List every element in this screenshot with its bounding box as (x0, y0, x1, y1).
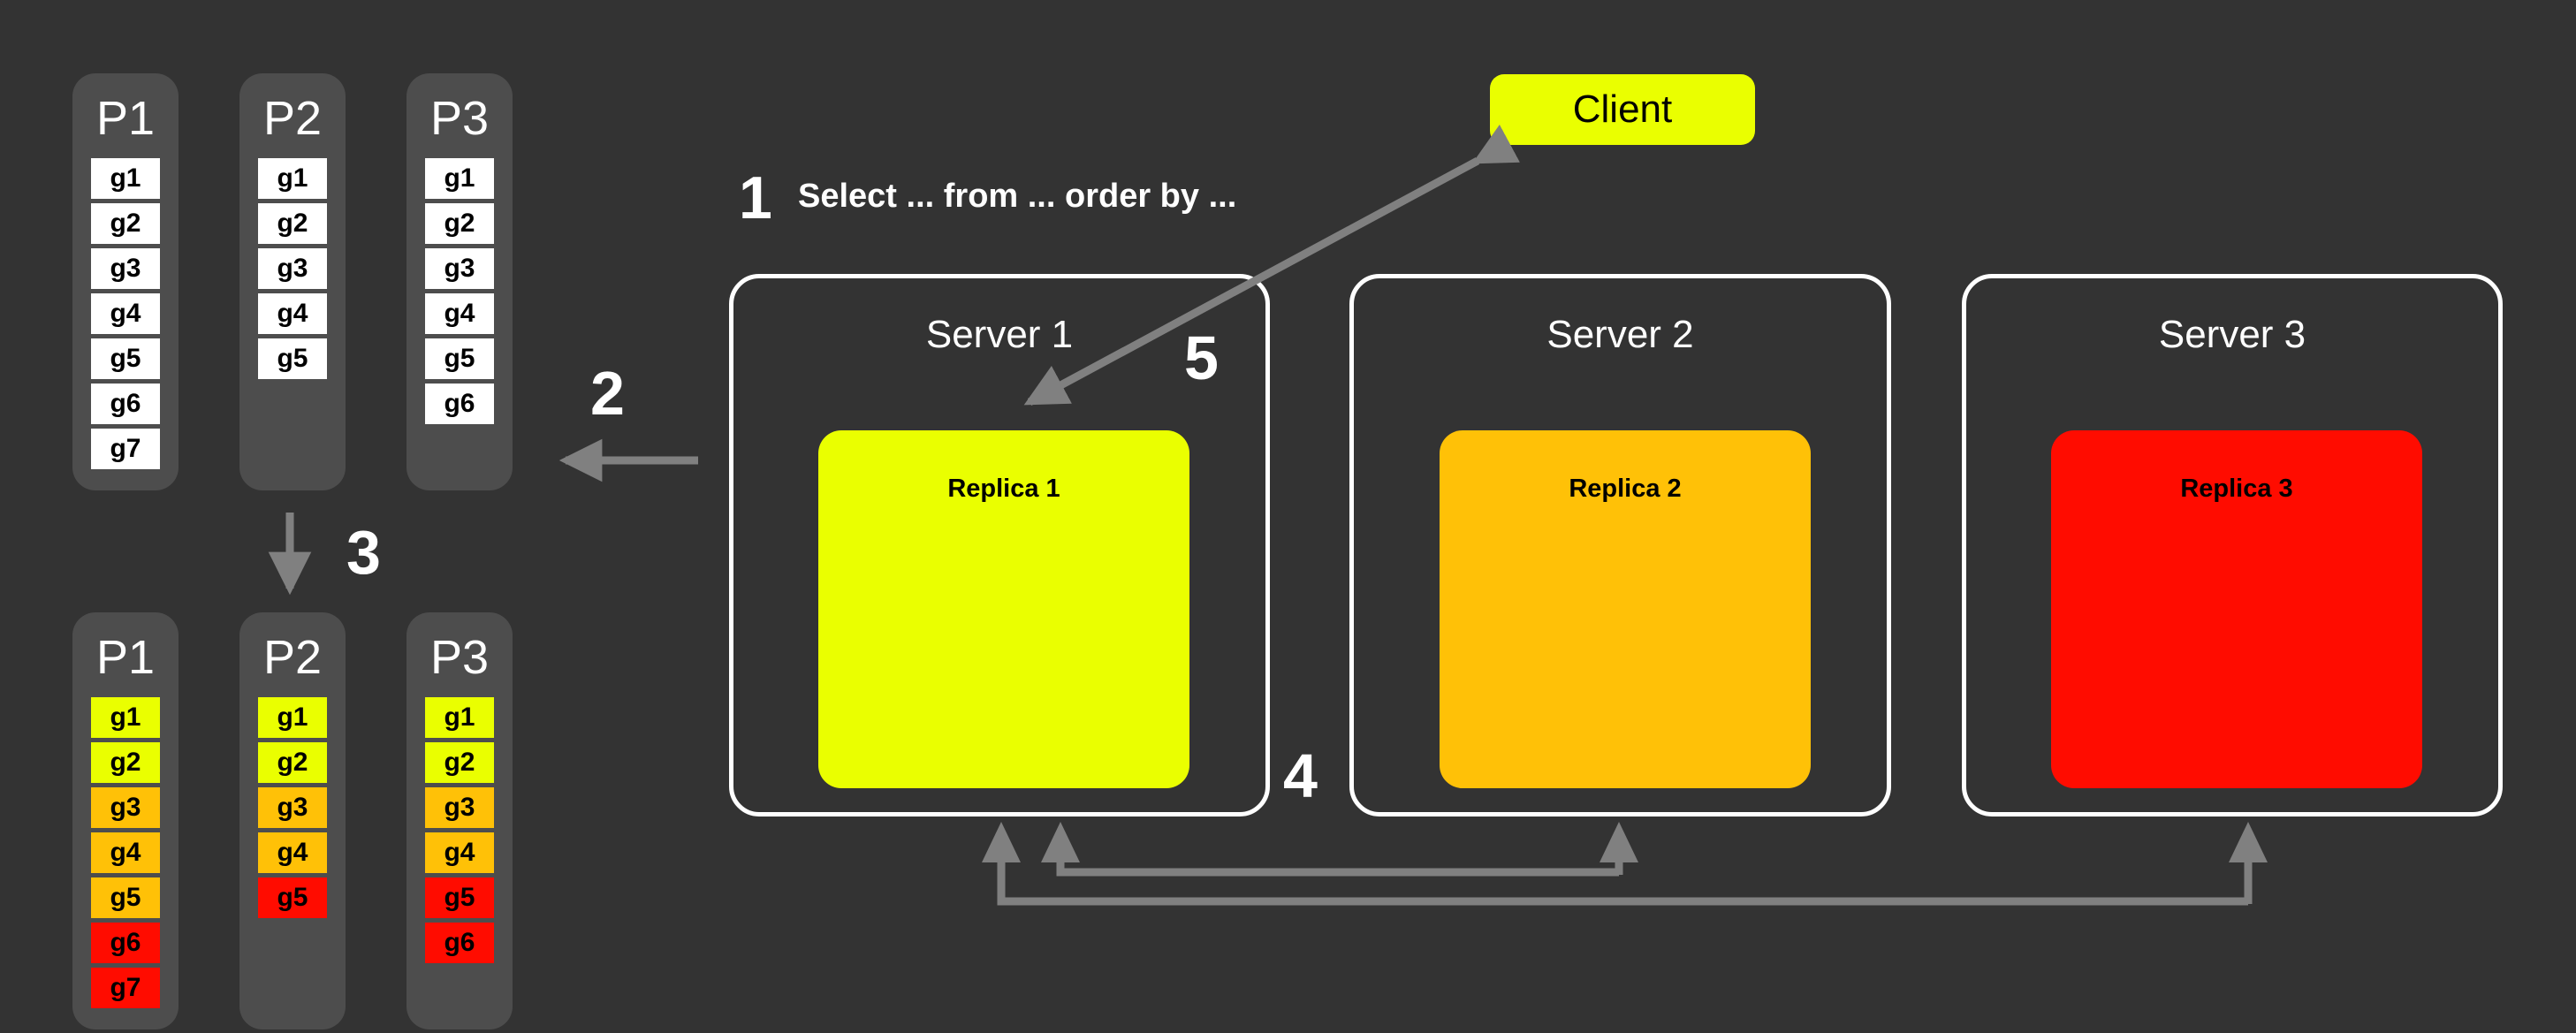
partition-cell: g6 (91, 384, 160, 424)
client-box[interactable]: Client (1490, 74, 1755, 145)
partition-title: P1 (95, 631, 156, 684)
partition-cell: g2 (425, 742, 494, 783)
partition-column-p2-before: P2 g1 g2 g3 g4 g5 (239, 73, 346, 490)
partition-cell: g3 (425, 787, 494, 828)
partition-cell: g5 (258, 877, 327, 918)
partition-column-p1-before: P1 g1 g2 g3 g4 g5 g6 g7 (72, 73, 179, 490)
partition-title: P2 (262, 92, 323, 145)
partition-cell: g3 (425, 248, 494, 289)
server-box-3: Server 3 Replica 3 (1962, 274, 2503, 817)
step-number-5: 5 (1184, 323, 1219, 392)
partition-column-p1-after: P1 g1 g2 g3 g4 g5 g6 g7 (72, 612, 179, 1029)
partition-cell-list: g1 g2 g3 g4 g5 g6 g7 (72, 697, 179, 1008)
step-number-3: 3 (346, 518, 381, 587)
server-box-2: Server 2 Replica 2 (1349, 274, 1891, 817)
partition-cell: g1 (425, 697, 494, 738)
partition-cell: g2 (91, 203, 160, 244)
replica-label: Replica 3 (2180, 475, 2293, 503)
partition-cell: g1 (258, 158, 327, 199)
partition-cell-list: g1 g2 g3 g4 g5 g6 (407, 697, 513, 963)
replica-label: Replica 2 (1569, 475, 1682, 503)
partition-cell: g1 (91, 697, 160, 738)
arrow-step-4-server3 (982, 822, 2268, 906)
partition-cell: g1 (425, 158, 494, 199)
arrow-step-4-server2 (1041, 822, 1638, 877)
client-label: Client (1572, 87, 1673, 131)
partition-cell: g2 (425, 203, 494, 244)
partition-cell: g1 (91, 158, 160, 199)
server-box-1: Server 1 Replica 1 (729, 274, 1270, 817)
server-title: Server 3 (2158, 313, 2306, 356)
partition-title: P3 (429, 92, 490, 145)
partition-cell: g4 (91, 832, 160, 873)
partition-cell-list: g1 g2 g3 g4 g5 g6 (407, 158, 513, 424)
partition-cell: g5 (425, 338, 494, 379)
partition-cell: g1 (258, 697, 327, 738)
partition-cell: g3 (91, 787, 160, 828)
partition-cell: g6 (425, 384, 494, 424)
step-number-4: 4 (1283, 741, 1318, 810)
partition-cell: g5 (91, 877, 160, 918)
server-title: Server 2 (1546, 313, 1694, 356)
partition-cell-list: g1 g2 g3 g4 g5 (239, 697, 346, 918)
partition-cell: g5 (91, 338, 160, 379)
partition-column-p3-after: P3 g1 g2 g3 g4 g5 g6 (407, 612, 513, 1029)
step-number-2: 2 (590, 359, 625, 428)
partition-title: P1 (95, 92, 156, 145)
query-text: Select ... from ... order by ... (798, 178, 1237, 215)
replica-box-3: Replica 3 (2051, 430, 2422, 788)
partition-cell: g7 (91, 429, 160, 469)
partition-title: P3 (429, 631, 490, 684)
partition-column-p3-before: P3 g1 g2 g3 g4 g5 g6 (407, 73, 513, 490)
partition-title: P2 (262, 631, 323, 684)
partition-column-p2-after: P2 g1 g2 g3 g4 g5 (239, 612, 346, 1029)
replica-box-2: Replica 2 (1440, 430, 1811, 788)
partition-cell: g2 (258, 742, 327, 783)
partition-cell: g3 (258, 787, 327, 828)
partition-cell: g2 (91, 742, 160, 783)
partition-cell: g4 (258, 832, 327, 873)
partition-cell: g5 (258, 338, 327, 379)
partition-cell: g7 (91, 968, 160, 1008)
partition-cell-list: g1 g2 g3 g4 g5 (239, 158, 346, 379)
partition-cell: g4 (425, 293, 494, 334)
partition-cell: g2 (258, 203, 327, 244)
replica-box-1: Replica 1 (818, 430, 1189, 788)
partition-cell: g3 (258, 248, 327, 289)
partition-cell: g4 (425, 832, 494, 873)
partition-cell: g4 (258, 293, 327, 334)
step-number-1: 1 (739, 164, 772, 232)
partition-cell: g6 (91, 923, 160, 963)
partition-cell-list: g1 g2 g3 g4 g5 g6 g7 (72, 158, 179, 469)
partition-cell: g6 (425, 923, 494, 963)
replica-label: Replica 1 (947, 475, 1060, 503)
partition-cell: g3 (91, 248, 160, 289)
partition-cell: g5 (425, 877, 494, 918)
partition-cell: g4 (91, 293, 160, 334)
